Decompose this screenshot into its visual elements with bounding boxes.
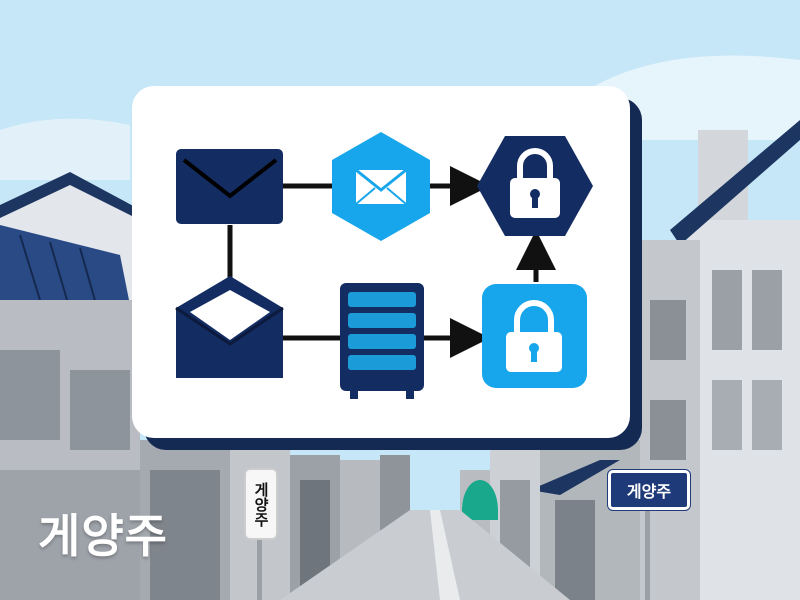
sign-pole [645,503,650,600]
street-sign-vertical: 게양주 [244,468,278,540]
cloud [0,118,130,180]
mail-hexagon-icon [332,132,430,241]
lock-hexagon-icon [477,136,593,236]
road [280,510,570,600]
envelope-closed-icon [176,149,283,224]
envelope-open-icon [175,276,284,378]
street-name-large: 게양주 [38,509,168,563]
server-rack-icon [340,283,424,399]
street-sign-horizontal: 게양주 [608,470,690,510]
road-marking [430,510,460,600]
lock-rounded-icon [482,284,587,388]
sign-pole [257,530,262,600]
left-buildings [0,172,410,600]
